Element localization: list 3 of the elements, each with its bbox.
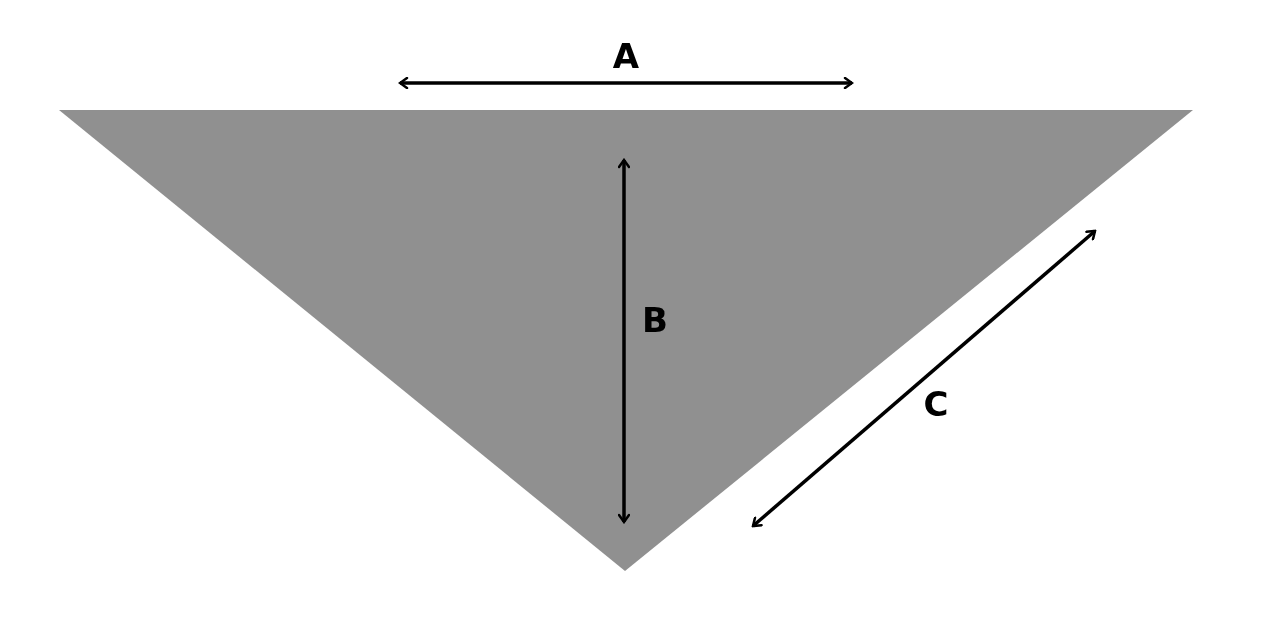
dimension-label: A — [612, 39, 640, 73]
dimension-label: C — [923, 387, 949, 421]
dimension-label: B — [642, 303, 668, 337]
